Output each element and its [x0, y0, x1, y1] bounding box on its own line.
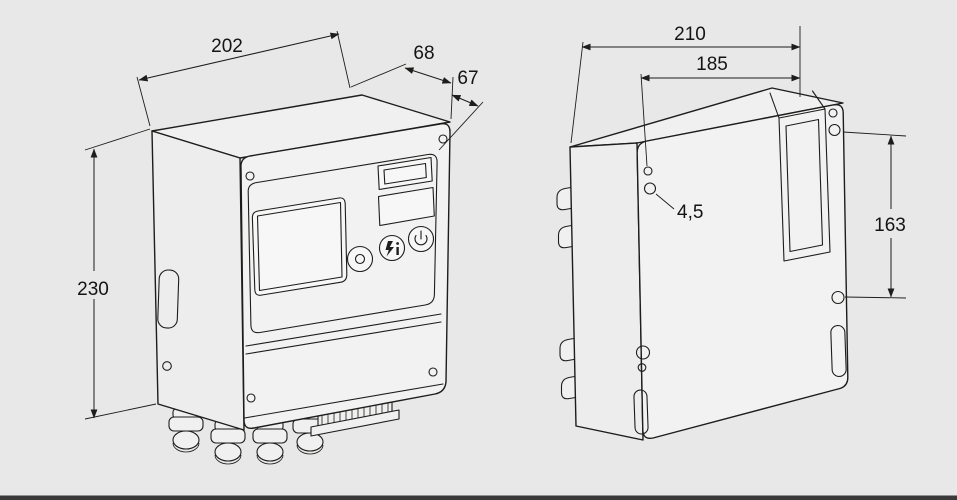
- front-view: [151, 94, 451, 465]
- dim-label-hole-spacing-horizontal: 185: [696, 54, 728, 75]
- dimension-depth-body: 67: [438, 68, 484, 151]
- dim-label-hole-diameter: 4,5: [677, 202, 703, 223]
- dimension-height: 230: [71, 128, 157, 420]
- rear-view: [556, 87, 849, 441]
- dim-label-width: 202: [211, 36, 243, 57]
- side-slot: [157, 269, 180, 329]
- corner-screw-top-right: [438, 134, 448, 144]
- housing-groove-1: [245, 313, 442, 347]
- info-icon-dot: [396, 242, 399, 245]
- reset-button: [346, 245, 374, 273]
- dimension-hole-spacing-vertical: 163: [842, 131, 916, 299]
- mounting-hole-top-right: [828, 123, 841, 137]
- cable-channel-slot: [769, 90, 831, 262]
- mounting-slot-bottom-left: [633, 389, 649, 435]
- dim-label-height: 230: [77, 279, 109, 300]
- lcd-display: [251, 197, 348, 296]
- front-panel-bezel: [247, 153, 438, 334]
- corner-screw-bottom-left: [246, 393, 256, 403]
- housing-side-face: [151, 130, 245, 431]
- lightning-icon: [385, 241, 394, 257]
- keyhole-mount-bottom-left-small: [637, 363, 647, 372]
- label-window: [377, 186, 435, 227]
- dimension-hole-spacing-horizontal: 185: [640, 54, 801, 167]
- status-window: [377, 156, 433, 191]
- mounting-hole-bottom-right: [831, 290, 845, 305]
- dimension-hole-diameter: 4,5: [655, 193, 703, 223]
- rear-housing-back-face: [636, 103, 849, 440]
- dim-label-hole-spacing-vertical: 163: [874, 215, 906, 236]
- status-window-inner: [383, 162, 427, 185]
- power-button: [407, 225, 435, 253]
- rear-housing-side-face: [569, 142, 644, 441]
- hole-diameter-leader: [655, 193, 675, 210]
- dim-label-depth-top: 68: [413, 43, 434, 64]
- dim-label-depth-body: 67: [457, 68, 478, 89]
- mounting-hole-top-left: [643, 182, 657, 195]
- footer-bar: [0, 495, 957, 500]
- dimension-overall-width: 210: [570, 24, 801, 144]
- connector-hatching: [321, 394, 389, 429]
- connector-flange: [310, 409, 400, 437]
- reset-button-icon: [354, 253, 366, 265]
- keyhole-mount-bottom-left: [635, 345, 651, 360]
- corner-screw-bottom-right: [428, 367, 438, 377]
- front-view-dimensions: 202 68 67 230: [71, 30, 484, 420]
- mounting-hole-top-left-small: [643, 166, 653, 176]
- dimension-depth-top: 68: [350, 43, 454, 120]
- mounting-slot-bottom-right: [830, 324, 847, 378]
- rear-view-dimensions: 210 185 4,5 163: [570, 24, 916, 299]
- mounting-hole-top-right-small: [828, 108, 838, 118]
- corner-screw-top-left: [245, 171, 255, 181]
- lcd-display-inner: [256, 201, 343, 292]
- dimension-width: 202: [136, 30, 351, 127]
- info-button: [378, 234, 406, 262]
- side-screw: [162, 361, 172, 371]
- power-icon: [414, 234, 428, 246]
- housing-base-seam: [243, 383, 444, 419]
- housing-groove-2: [245, 321, 442, 355]
- dim-label-overall-width: 210: [674, 24, 706, 45]
